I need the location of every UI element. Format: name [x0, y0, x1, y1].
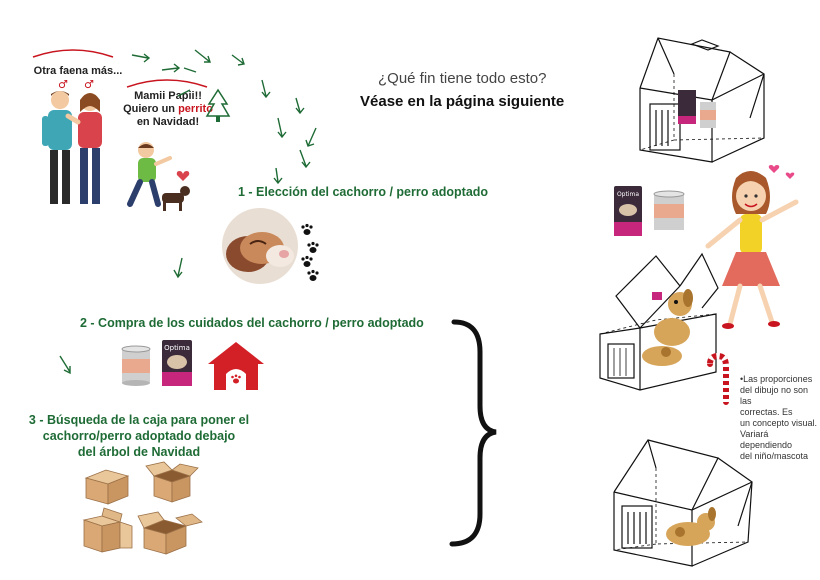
speech-bubble-child	[126, 79, 208, 88]
paw-icons	[301, 223, 319, 281]
child-bubble-line3: en Navidad!	[136, 116, 200, 128]
step-3-label: 3 - Búsqueda de la caja para poner el ca…	[24, 412, 254, 460]
candy-cane-icon	[707, 352, 729, 405]
question-text: ¿Qué fin tiene todo esto?	[378, 70, 547, 87]
child-bubble-highlight: perrito	[178, 103, 213, 115]
svg-text:♂: ♂	[58, 78, 68, 91]
note-line5: Variará dependiendo	[740, 429, 793, 450]
disclaimer-note: •Las proporciones del dibujo no son las …	[740, 374, 820, 462]
step-3-line2: cachorro/perro adoptado debajo	[42, 429, 236, 443]
step-2-label: 2 - Compra de los cuidados del cachorro …	[80, 316, 424, 330]
small-dog-icon	[162, 186, 190, 211]
stress-mark-icon: ♂ ♂	[58, 78, 94, 91]
gift-box-icon-3	[613, 439, 753, 567]
puppy-photo	[222, 208, 298, 284]
note-line1: •Las proporciones	[740, 374, 813, 384]
child-bubble-line2: Quiero un perrito	[118, 103, 218, 116]
tree-icon	[205, 88, 231, 122]
parents-illustration	[42, 91, 102, 204]
step-1-label: 1 - Elección del cachorro / perro adopta…	[238, 185, 489, 199]
gift-box-icon-2	[599, 252, 719, 391]
food-bag-icon: Optima	[162, 340, 192, 386]
heart-icon	[176, 171, 190, 181]
curly-brace	[449, 319, 497, 547]
step-3-line3: del árbol de Navidad	[77, 445, 201, 459]
note-line2: del dibujo no son las	[740, 385, 809, 406]
cardboard-boxes	[82, 461, 203, 555]
svg-text:♂: ♂	[84, 78, 94, 91]
bag-brand-text: Optima	[164, 344, 190, 352]
bag-brand-text-2: Optima	[617, 191, 639, 198]
girl-illustration	[705, 171, 799, 329]
gift-box-icon-1	[639, 37, 765, 163]
note-line6: del niño/mascota	[740, 451, 809, 461]
child-illustration	[127, 142, 172, 207]
note-line3: correctas. Es	[740, 407, 793, 417]
subtitle-text: Véase en la página siguiente	[360, 93, 565, 110]
parents-bubble-text: Otra faena más...	[33, 65, 123, 77]
heart-icon-girl	[768, 165, 795, 179]
child-bubble-line2-before: Quiero un	[123, 103, 179, 115]
step-3-line1: 3 - Búsqueda de la caja para poner el	[28, 413, 250, 427]
products-pair-icon: Optima	[614, 186, 685, 236]
kennel-icon	[208, 342, 264, 390]
food-can-icon	[121, 345, 151, 386]
note-line4: un concepto visual.	[740, 418, 818, 428]
speech-bubble-parents	[32, 49, 114, 58]
